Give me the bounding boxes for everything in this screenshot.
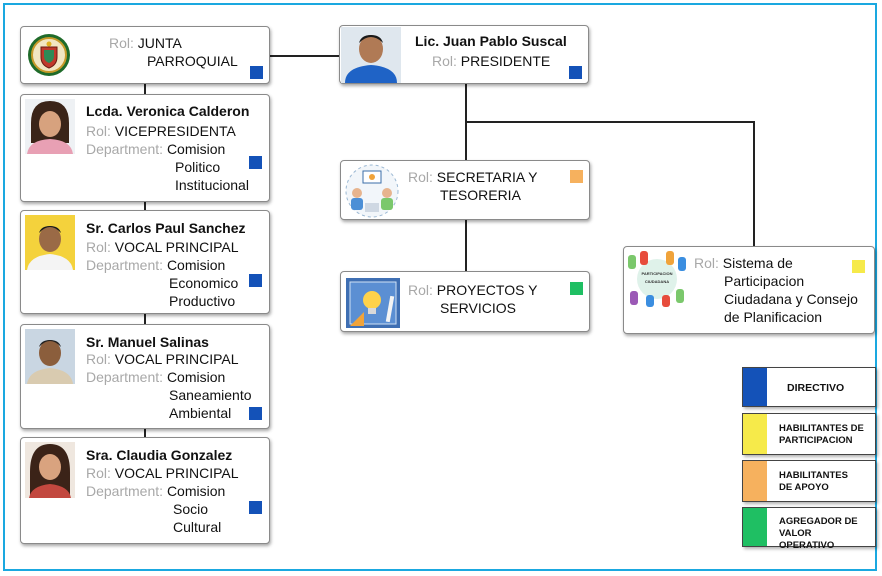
- participation-image-text-1: PARTICIPACION: [641, 271, 673, 276]
- carlos-dept-1: Comision: [166, 257, 226, 273]
- role-label: Rol:: [432, 53, 457, 69]
- project-blueprint-icon: [344, 274, 402, 331]
- vice-name: Lcda. Veronica Calderon: [86, 103, 250, 119]
- manuel-role: VOCAL PRINCIPAL: [114, 351, 239, 367]
- avatar-manuel-salinas: [25, 329, 75, 384]
- sistema-role-1: Sistema de: [722, 255, 793, 271]
- proyectos-role-1: PROYECTOS Y: [436, 282, 538, 298]
- claudia-name: Sra. Claudia Gonzalez: [86, 447, 233, 463]
- role-label: Rol:: [86, 239, 111, 255]
- avatar-presidente: [341, 27, 401, 83]
- presidente-role: PRESIDENTE: [460, 53, 551, 69]
- claudia-role: VOCAL PRINCIPAL: [114, 465, 239, 481]
- participation-hands-icon: PARTICIPACION CIUDADANA: [626, 249, 688, 309]
- carlos-name: Sr. Carlos Paul Sanchez: [86, 220, 246, 236]
- department-label: Department:: [86, 257, 164, 273]
- legend-swatch-participacion: [743, 414, 767, 454]
- claudia-dept-2: Socio: [173, 501, 209, 517]
- junta-role: JUNTA: [137, 35, 182, 51]
- role-label: Rol:: [86, 465, 111, 481]
- category-square-directivo: [569, 66, 582, 79]
- category-square-apoyo: [570, 170, 583, 183]
- category-square-directivo: [249, 156, 262, 169]
- role-label: Rol:: [694, 255, 719, 271]
- card-presidente[interactable]: Lic. Juan Pablo Suscal Rol: PRESIDENTE: [339, 25, 589, 84]
- legend-participacion: HABILITANTES DE PARTICIPACION: [742, 413, 876, 455]
- role-label: Rol:: [86, 351, 111, 367]
- secretaria-role-1: SECRETARIA Y: [436, 169, 538, 185]
- connector-junta-vice: [144, 83, 146, 95]
- carlos-dept-3: Productivo: [169, 293, 236, 309]
- legend-label-apoyo-2: DE APOYO: [779, 482, 829, 493]
- legend-swatch-directivo: [743, 368, 767, 406]
- connector-secretaria-proyectos: [465, 219, 467, 272]
- sistema-role-2: Participacion: [724, 273, 805, 289]
- legend-swatch-operativo: [743, 508, 767, 546]
- card-sistema-participacion[interactable]: PARTICIPACION CIUDADANA Rol: Sistema de …: [623, 246, 875, 334]
- category-square-directivo: [249, 274, 262, 287]
- secretaria-role-2: TESORERIA: [440, 187, 521, 203]
- connector-carlos-manuel: [144, 313, 146, 325]
- legend-label-operativo-2: VALOR OPERATIVO: [779, 528, 835, 551]
- connector-branch-horizontal: [465, 121, 755, 123]
- office-team-icon: [343, 163, 401, 219]
- avatar-claudia-gonzalez: [25, 442, 75, 498]
- legend-label-participacion-1: HABILITANTES DE: [779, 423, 864, 434]
- manuel-dept-2: Saneamiento: [169, 387, 252, 403]
- sistema-role-3: Ciudadana y Consejo: [724, 291, 858, 307]
- department-label: Department:: [86, 483, 164, 499]
- department-label: Department:: [86, 369, 164, 385]
- card-claudia-gonzalez[interactable]: Sra. Claudia Gonzalez Rol: VOCAL PRINCIP…: [20, 437, 270, 544]
- role-label: Rol:: [86, 123, 111, 139]
- legend-swatch-apoyo: [743, 461, 767, 501]
- diagram-frame: [3, 3, 877, 571]
- claudia-dept-1: Comision: [166, 483, 226, 499]
- connector-branch-sistema: [753, 121, 755, 247]
- carlos-role: VOCAL PRINCIPAL: [114, 239, 239, 255]
- avatar-veronica-calderon: [25, 99, 75, 154]
- vice-dept-1: Comision: [166, 141, 226, 157]
- claudia-dept-3: Cultural: [173, 519, 222, 535]
- category-square-directivo: [250, 66, 263, 79]
- role-label: Rol:: [109, 35, 134, 51]
- presidente-name: Lic. Juan Pablo Suscal: [415, 33, 567, 49]
- role-label: Rol:: [408, 169, 433, 185]
- sistema-role-4: de Planificacion: [724, 309, 823, 325]
- legend-operativo: AGREGADOR DE VALOR OPERATIVO: [742, 507, 876, 551]
- role-label: Rol:: [408, 282, 433, 298]
- participation-image-text-2: CIUDADANA: [644, 279, 670, 284]
- vice-dept-3: Institucional: [175, 177, 249, 193]
- legend-directivo: DIRECTIVO: [742, 367, 876, 407]
- category-square-directivo: [249, 501, 262, 514]
- department-label: Department:: [86, 141, 164, 157]
- connector-vice-carlos: [144, 201, 146, 212]
- legend-label-apoyo-1: HABILITANTES: [779, 470, 848, 481]
- card-proyectos-servicios[interactable]: Rol: PROYECTOS Y SERVICIOS: [340, 271, 590, 332]
- connector-junta-presidente: [269, 55, 340, 57]
- card-carlos-sanchez[interactable]: Sr. Carlos Paul Sanchez Rol: VOCAL PRINC…: [20, 210, 270, 314]
- vice-role: VICEPRESIDENTA: [114, 123, 236, 139]
- card-vicepresidenta[interactable]: Lcda. Veronica Calderon Rol: VICEPRESIDE…: [20, 94, 270, 202]
- card-manuel-salinas[interactable]: Sr. Manuel Salinas Rol: VOCAL PRINCIPAL …: [20, 324, 270, 429]
- category-square-operativo: [570, 282, 583, 295]
- proyectos-role-2: SERVICIOS: [440, 300, 516, 316]
- manuel-dept-3: Ambiental: [169, 405, 232, 421]
- manuel-name: Sr. Manuel Salinas: [86, 334, 209, 350]
- manuel-dept-1: Comision: [166, 369, 226, 385]
- vice-dept-2: Politico: [175, 159, 221, 175]
- card-secretaria-tesoreria[interactable]: Rol: SECRETARIA Y TESORERIA: [340, 160, 590, 220]
- legend-label-participacion-2: PARTICIPACION: [779, 435, 853, 446]
- junta-role-line2: PARROQUIAL: [147, 53, 238, 69]
- carlos-dept-2: Economico: [169, 275, 239, 291]
- avatar-carlos-sanchez: [25, 215, 75, 270]
- legend-apoyo: HABILITANTES DE APOYO: [742, 460, 876, 502]
- connector-manuel-claudia: [144, 428, 146, 438]
- parish-seal-icon: [27, 33, 71, 77]
- category-square-participacion: [852, 260, 865, 273]
- card-junta-parroquial[interactable]: Rol: JUNTA PARROQUIAL: [20, 26, 270, 84]
- legend-label-operativo-1: AGREGADOR DE: [779, 516, 858, 527]
- category-square-directivo: [249, 407, 262, 420]
- legend-label-directivo: DIRECTIVO: [787, 382, 845, 394]
